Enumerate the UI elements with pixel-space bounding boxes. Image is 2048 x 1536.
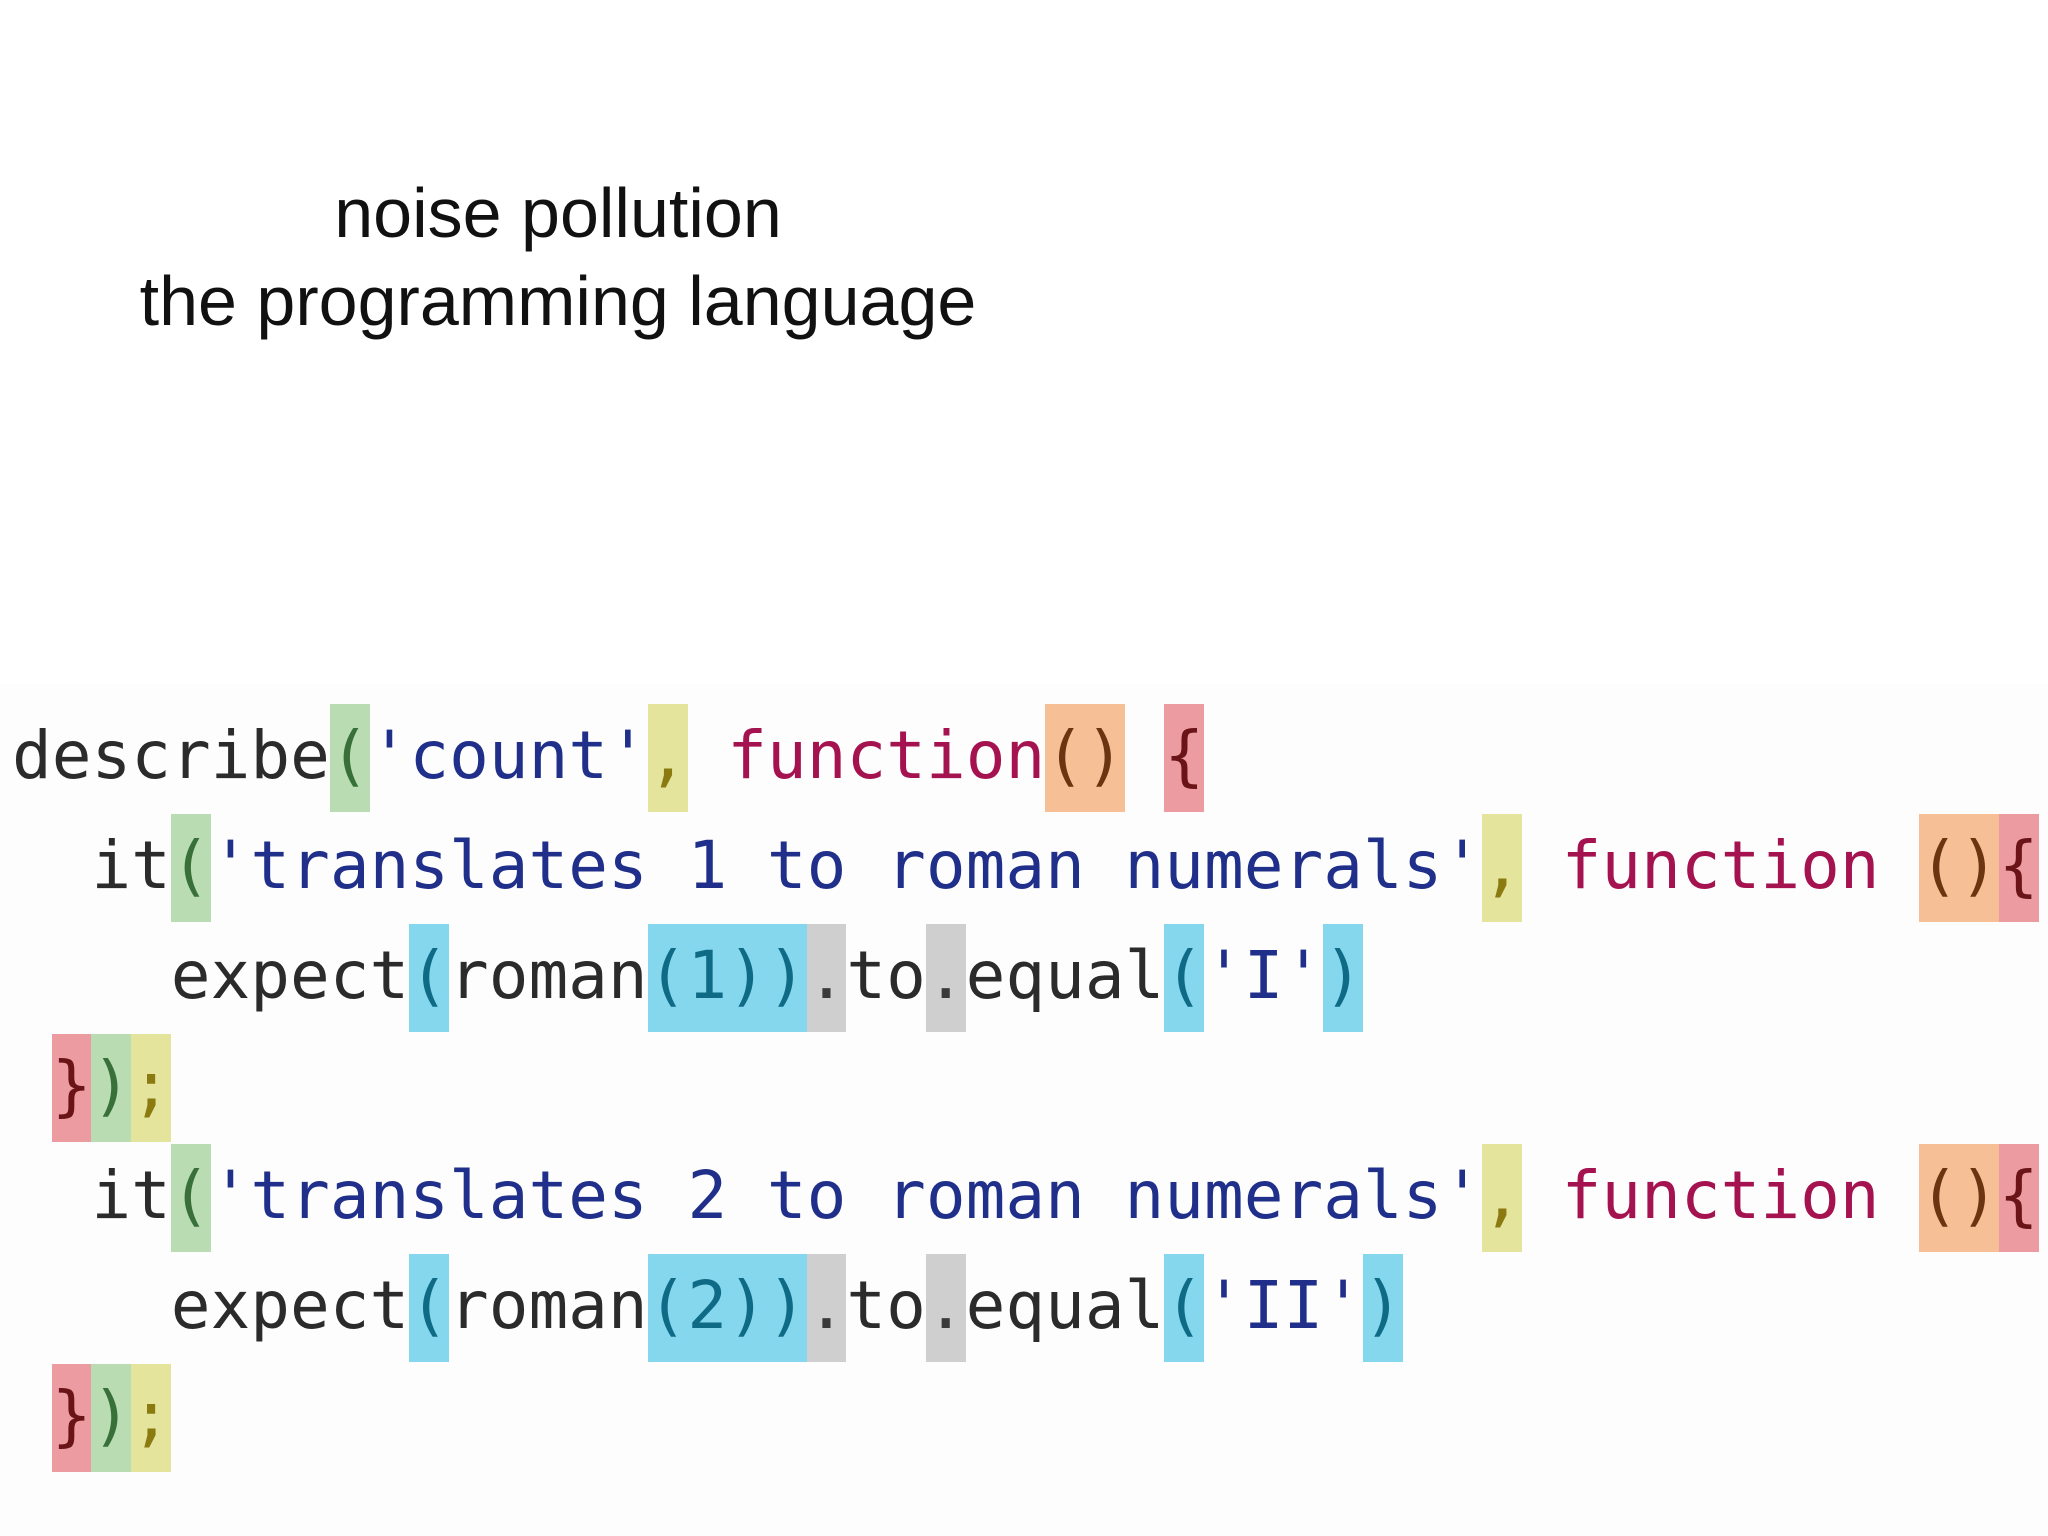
highlighted-token: . bbox=[806, 1254, 847, 1362]
code-token: function bbox=[727, 717, 1046, 794]
code-snippet: describe('count', function() {it('transl… bbox=[0, 684, 2048, 1536]
highlighted-token: , bbox=[1482, 814, 1522, 922]
highlighted-token: ( bbox=[409, 1254, 449, 1362]
code-token: equal bbox=[965, 1267, 1165, 1344]
code-token: 'I' bbox=[1204, 937, 1324, 1014]
highlighted-token: , bbox=[1482, 1144, 1522, 1252]
code-token: 'translates 2 to roman numerals' bbox=[210, 1157, 1483, 1234]
code-token: to bbox=[846, 1267, 926, 1344]
highlighted-token: ( bbox=[170, 1144, 211, 1252]
code-token: roman bbox=[448, 1267, 648, 1344]
code-token: it bbox=[91, 1157, 171, 1234]
highlighted-token: () bbox=[1919, 814, 1999, 922]
highlighted-token: ; bbox=[131, 1034, 171, 1142]
highlighted-token: { bbox=[1998, 814, 2039, 922]
highlighted-token: ( bbox=[1164, 924, 1205, 1032]
highlighted-token: ) bbox=[91, 1364, 132, 1472]
highlighted-token: } bbox=[51, 1034, 92, 1142]
code-line: expect(roman(1)).to.equal('I') bbox=[170, 924, 1364, 1034]
code-token: 'count' bbox=[369, 717, 648, 794]
highlighted-token: 1 bbox=[687, 924, 728, 1032]
highlighted-token: )) bbox=[727, 924, 807, 1032]
code-token bbox=[1522, 1144, 1562, 1248]
highlighted-token: () bbox=[1919, 1144, 1999, 1252]
code-token: roman bbox=[448, 937, 648, 1014]
code-token: describe bbox=[12, 717, 330, 794]
code-token: expect bbox=[170, 937, 410, 1014]
code-line: }); bbox=[51, 1034, 171, 1144]
highlighted-token: } bbox=[51, 1364, 92, 1472]
code-token: function bbox=[1561, 1157, 1880, 1234]
code-token bbox=[1125, 704, 1165, 808]
code-line: it('translates 1 to roman numerals', fun… bbox=[91, 814, 2039, 924]
code-token: 'II' bbox=[1204, 1267, 1364, 1344]
code-line: expect(roman(2)).to.equal('II') bbox=[171, 1254, 1403, 1364]
highlighted-token: ( bbox=[647, 924, 688, 1032]
highlighted-token: ( bbox=[647, 1254, 688, 1362]
code-line: describe('count', function() { bbox=[12, 704, 1205, 814]
code-token: it bbox=[91, 827, 171, 904]
code-line: }); bbox=[51, 1364, 171, 1474]
highlighted-token: . bbox=[925, 924, 966, 1032]
highlighted-token: . bbox=[806, 924, 847, 1032]
slide-title-line-2: the programming language bbox=[139, 262, 977, 340]
highlighted-token: ( bbox=[1164, 1254, 1205, 1362]
highlighted-token: ( bbox=[409, 924, 449, 1032]
code-token: 'translates 1 to roman numerals' bbox=[210, 827, 1483, 904]
highlighted-token: ( bbox=[170, 814, 211, 922]
code-token bbox=[1880, 1144, 1920, 1248]
highlighted-token: { bbox=[1164, 704, 1205, 812]
slide-title-line-1: noise pollution bbox=[334, 174, 782, 252]
highlighted-token: () bbox=[1045, 704, 1125, 812]
highlighted-token: { bbox=[1998, 1144, 2039, 1252]
highlighted-token: . bbox=[925, 1254, 966, 1362]
code-token: to bbox=[846, 937, 926, 1014]
code-token: equal bbox=[965, 937, 1165, 1014]
highlighted-token: ) bbox=[1323, 924, 1364, 1032]
highlighted-token: ; bbox=[131, 1364, 171, 1472]
highlighted-token: ) bbox=[1363, 1254, 1403, 1362]
code-token: expect bbox=[170, 1267, 410, 1344]
code-token bbox=[688, 704, 728, 808]
highlighted-token: , bbox=[647, 704, 688, 812]
code-token: function bbox=[1561, 827, 1880, 904]
highlighted-token: ) bbox=[91, 1034, 132, 1142]
code-token bbox=[1880, 814, 1920, 918]
code-token bbox=[1522, 814, 1562, 918]
code-line: it('translates 2 to roman numerals', fun… bbox=[91, 1144, 2039, 1254]
highlighted-token: )) bbox=[727, 1254, 807, 1362]
highlighted-token: 2 bbox=[687, 1254, 728, 1362]
highlighted-token: ( bbox=[329, 704, 370, 812]
